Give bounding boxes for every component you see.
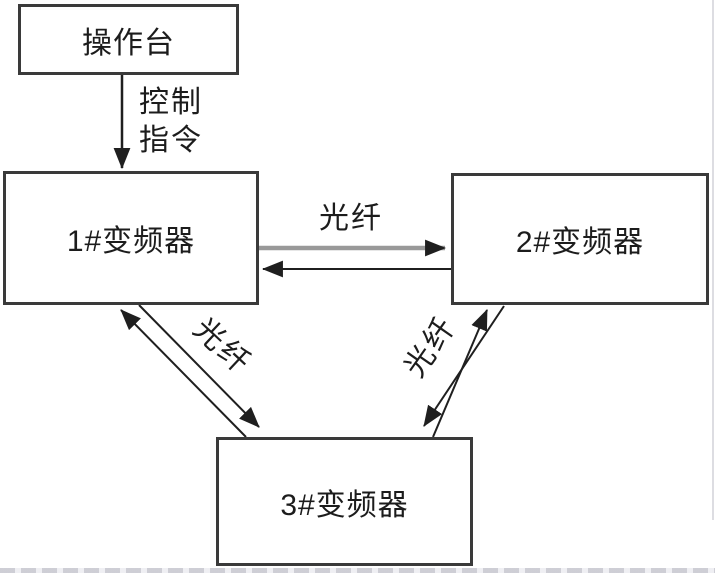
edge-label-control-command: 控制 指令 [139,84,203,160]
right-edge-artifact [712,0,714,520]
fiber-2-to-3-line [423,305,505,427]
node-inverter-2: 2#变频器 [451,173,709,305]
edge-fiber-1-3 [120,304,260,438]
control-command-line1: 控制 [139,86,203,119]
node-inverter-3-label: 3#变频器 [280,488,409,522]
edge-fiber-2-3 [423,305,505,438]
bottom-edge-artifact [0,568,715,573]
edge-label-fiber-1-2: 光纤 [319,202,383,235]
node-inverter-1: 1#变频器 [3,171,259,305]
node-inverter-1-label: 1#变频器 [66,225,196,258]
control-command-line2: 指令 [139,124,203,157]
node-console-label: 操作台 [82,26,175,60]
node-inverter-2-label: 2#变频器 [515,226,645,259]
edge-fiber-1-2 [259,239,451,278]
node-console: 操作台 [18,4,239,75]
node-inverter-3: 3#变频器 [216,437,473,566]
fiber-1-to-3-line [138,304,260,428]
fiber-3-to-1-line [120,309,247,438]
